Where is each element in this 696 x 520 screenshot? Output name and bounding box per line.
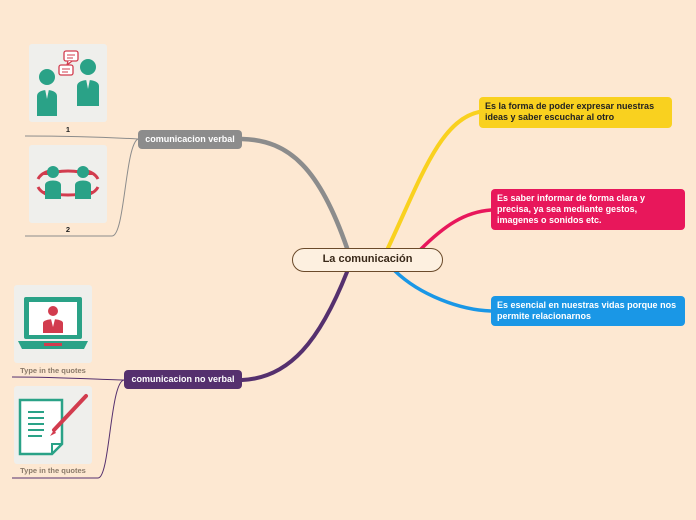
exchange-cycle-icon — [31, 166, 105, 199]
link-central-pink — [418, 208, 493, 252]
image-caption-4: Type in the quotes — [20, 466, 86, 475]
link-gray-image1 — [24, 135, 139, 140]
conversation-icon — [37, 50, 99, 116]
topic-comunicacion-no-verbal[interactable]: comunicacion no verbal — [124, 370, 242, 389]
central-topic[interactable]: La comunicación — [292, 248, 443, 272]
image-caption-3: Type in the quotes — [20, 366, 86, 375]
link-gray-image2 — [25, 138, 139, 237]
link-central-yellow — [386, 110, 481, 250]
image-caption-2: 2 — [65, 225, 71, 234]
link-purple-image2 — [12, 379, 125, 479]
document-pen-icon — [18, 394, 88, 456]
image-node-3[interactable] — [14, 285, 92, 363]
topic-informar[interactable]: Es saber informar de forma clara y preci… — [491, 189, 685, 230]
topic-comunicacion-verbal[interactable]: comunicacion verbal — [138, 130, 242, 149]
link-central-blue — [393, 269, 493, 313]
image-node-4[interactable] — [14, 386, 92, 464]
laptop-presenter-icon — [18, 297, 88, 349]
link-purple-image1 — [11, 376, 125, 381]
link-central-gray — [239, 136, 350, 251]
topic-esencial[interactable]: Es esencial en nuestras vidas porque nos… — [491, 296, 685, 326]
image-caption-1: 1 — [65, 125, 71, 134]
link-central-purple — [240, 270, 349, 382]
topic-expresar[interactable]: Es la forma de poder expresar nuestras i… — [479, 97, 672, 128]
image-node-1[interactable] — [29, 44, 107, 122]
image-node-2[interactable] — [29, 145, 107, 223]
